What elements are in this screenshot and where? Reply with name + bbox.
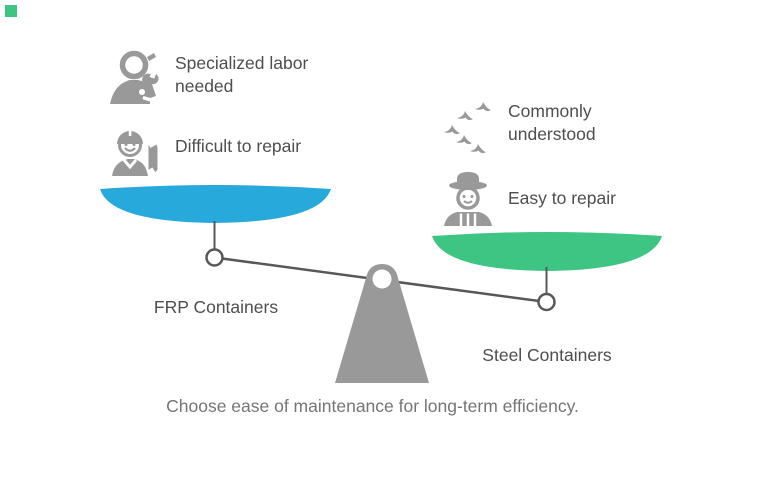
left-pivot — [205, 248, 224, 267]
left-feature-2-label: Difficult to repair — [175, 136, 302, 156]
caption: Choose ease of maintenance for long-term… — [166, 396, 579, 416]
farmer-icon — [440, 170, 496, 226]
fulcrum — [335, 264, 429, 383]
right-pan-label: Steel Containers — [482, 345, 612, 365]
left-pan-label: FRP Containers — [153, 297, 279, 317]
right-pan — [432, 232, 662, 271]
right-feature-1-label: Commonly understood — [508, 101, 596, 144]
left-feature-1-label: Specialized labor needed — [175, 53, 309, 96]
technician-wrench-icon — [106, 48, 170, 104]
worker-wrench-icon — [104, 124, 162, 176]
corner-mark-square — [5, 5, 17, 17]
corner-mark — [5, 5, 17, 17]
fulcrum-hole — [372, 269, 392, 289]
birds-flock-icon — [441, 96, 497, 156]
right-feature-2-label: Easy to repair — [508, 188, 616, 208]
left-pan — [100, 185, 331, 223]
right-pivot — [537, 292, 556, 312]
